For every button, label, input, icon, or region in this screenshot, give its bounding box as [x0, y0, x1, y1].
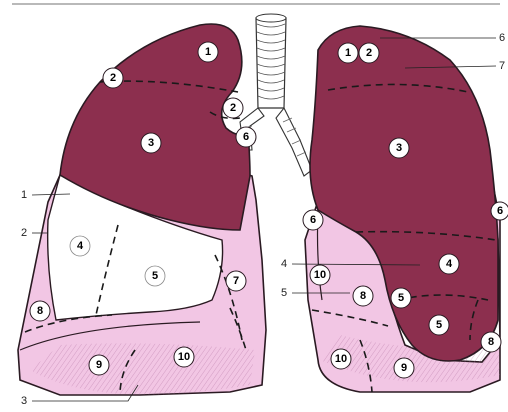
segment-marker: 2: [359, 43, 379, 63]
svg-text:2: 2: [110, 72, 116, 84]
segment-marker: 1: [198, 42, 218, 62]
svg-text:8: 8: [37, 305, 43, 317]
segment-marker: 8: [30, 301, 50, 321]
svg-text:5: 5: [152, 270, 158, 282]
svg-text:4: 4: [446, 258, 453, 270]
callout-label: 1: [21, 189, 27, 201]
segment-marker: 9: [89, 355, 109, 375]
right-lung: [18, 24, 266, 395]
svg-text:7: 7: [233, 275, 239, 287]
segment-marker: 4: [439, 254, 459, 274]
svg-text:4: 4: [77, 240, 84, 252]
svg-text:3: 3: [148, 137, 154, 149]
callout-label: 5: [281, 287, 287, 299]
left-main-bronchus: [276, 108, 312, 176]
svg-text:8: 8: [360, 290, 366, 302]
svg-text:2: 2: [230, 102, 236, 114]
svg-text:8: 8: [488, 336, 494, 348]
svg-text:5: 5: [436, 319, 442, 331]
segment-marker: 3: [389, 138, 409, 158]
svg-text:2: 2: [366, 47, 372, 59]
segment-marker: 2: [223, 98, 243, 118]
left-lung: [305, 26, 500, 392]
callout-label: 4: [281, 258, 287, 270]
segment-marker: 1: [338, 43, 358, 63]
svg-text:6: 6: [243, 131, 249, 143]
svg-text:6: 6: [310, 214, 316, 226]
segment-marker: 10: [174, 347, 194, 367]
svg-text:6: 6: [497, 205, 503, 217]
callout-label: 2: [21, 227, 27, 239]
segment-marker: 4: [70, 236, 90, 256]
svg-text:9: 9: [96, 359, 102, 371]
svg-text:1: 1: [205, 46, 211, 58]
callout-label: 7: [499, 60, 505, 72]
svg-text:1: 1: [345, 47, 351, 59]
svg-text:9: 9: [401, 362, 407, 374]
callout-label: 3: [21, 395, 27, 407]
svg-text:10: 10: [335, 353, 347, 365]
segment-marker: 10: [331, 349, 351, 369]
svg-text:10: 10: [314, 269, 326, 281]
segment-marker: 10: [310, 265, 330, 285]
trachea: [256, 14, 286, 108]
segment-marker: 8: [481, 332, 501, 352]
segment-marker: 6: [303, 210, 323, 230]
segment-marker: 3: [141, 133, 161, 153]
segment-marker: 6: [236, 127, 256, 147]
segment-marker: 5: [429, 315, 449, 335]
segment-marker: 7: [226, 271, 246, 291]
segment-marker: 9: [394, 358, 414, 378]
segment-marker: 2: [103, 68, 123, 88]
segment-marker: 5: [145, 266, 165, 286]
svg-text:5: 5: [398, 292, 404, 304]
svg-text:10: 10: [178, 351, 190, 363]
callout-label: 6: [499, 32, 505, 44]
segment-marker: 8: [353, 286, 373, 306]
svg-text:3: 3: [396, 142, 402, 154]
segment-marker: 6: [491, 202, 508, 220]
segment-marker: 5: [391, 288, 411, 308]
